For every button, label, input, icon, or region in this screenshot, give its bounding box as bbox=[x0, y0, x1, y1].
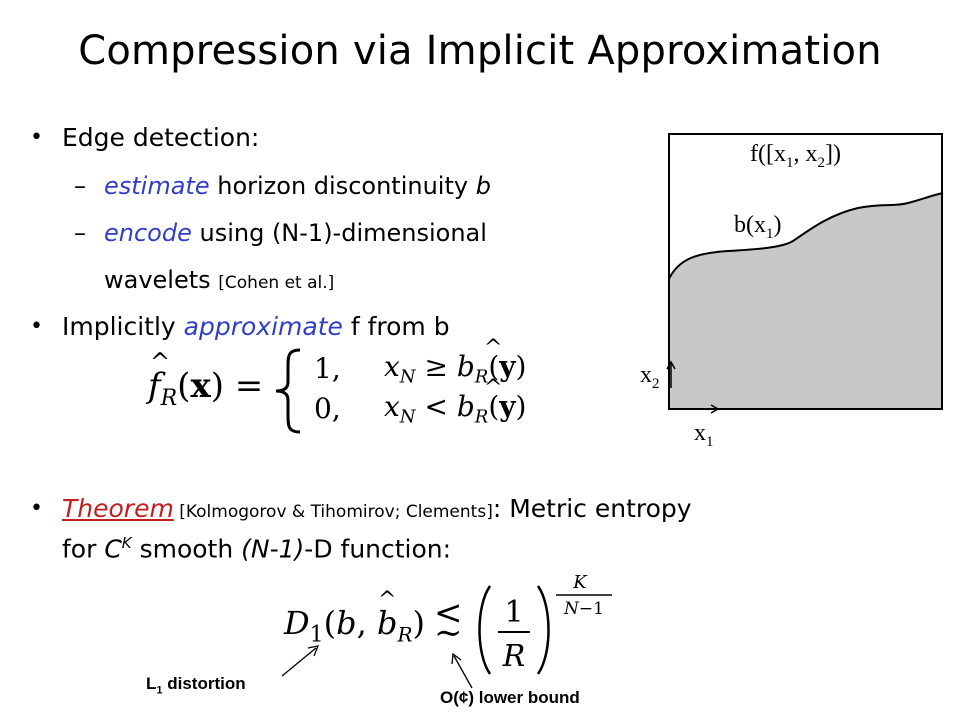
eq2-lhs: D1(b, bR) bbox=[284, 604, 425, 648]
wavelets-citation: [Cohen et al.] bbox=[218, 273, 335, 293]
svg-text:1: 1 bbox=[504, 595, 523, 630]
eq2-exponent: K N−1 bbox=[556, 572, 612, 619]
label-x2: x2 bbox=[640, 362, 660, 392]
label-f: f([x1, x2]) bbox=[750, 141, 841, 171]
eq2-lesssim: <∼ bbox=[434, 593, 463, 653]
pointer-line-l1 bbox=[281, 645, 320, 677]
estimate-word: estimate bbox=[104, 172, 210, 200]
left-brace-icon bbox=[275, 348, 301, 434]
eq1-case2-value: 0, bbox=[314, 392, 341, 425]
label-x1: x1 bbox=[694, 420, 714, 450]
dash-marker: – bbox=[74, 219, 86, 247]
arrow-right-icon bbox=[692, 404, 720, 414]
subbullet-encode: – encode using (N-1)-dimensional bbox=[74, 216, 487, 250]
subbullet-estimate: – estimate horizon discontinuity b bbox=[74, 169, 491, 203]
eq2-hat: ^ bbox=[378, 588, 397, 613]
theorem-C: C bbox=[104, 534, 122, 564]
bullet-theorem: • Theorem [Kolmogorov & Tihomirov; Cleme… bbox=[30, 492, 692, 529]
estimate-var: b bbox=[475, 172, 491, 200]
theorem-word: Theorem bbox=[62, 494, 174, 523]
svg-text:R: R bbox=[502, 639, 526, 674]
arrow-up-icon bbox=[666, 360, 676, 388]
dash-marker: – bbox=[74, 172, 86, 200]
eq1-hat-b2: ^ bbox=[484, 376, 503, 401]
bullet-edge-text: Edge detection: bbox=[62, 123, 260, 152]
bullet-edge-detection: • Edge detection: bbox=[30, 121, 260, 155]
wavelets-word: wavelets bbox=[104, 266, 219, 294]
bullet-dot: • bbox=[30, 125, 43, 150]
theorem-citation: [Kolmogorov & Tihomirov; Clements] bbox=[173, 502, 493, 522]
eq1-hat-b1: ^ bbox=[484, 336, 503, 361]
estimate-rest: horizon discontinuity bbox=[209, 172, 476, 200]
bullet-theorem-line2: for CK smooth (N-1)-D function: bbox=[62, 534, 452, 564]
theorem-K: K bbox=[121, 534, 132, 552]
implicit-word: approximate bbox=[183, 312, 343, 341]
pointer-line-lower-bound bbox=[451, 652, 473, 689]
horizon-curve bbox=[668, 192, 944, 282]
region-below-horizon bbox=[668, 193, 943, 410]
label-b: b(x1) bbox=[734, 212, 782, 242]
eq2-fraction: 1 R bbox=[478, 585, 550, 675]
theorem-rest: : Metric entropy bbox=[492, 494, 692, 523]
bullet-dot: • bbox=[30, 314, 43, 339]
theorem-dim: (N-1) bbox=[241, 534, 305, 564]
encode-word: encode bbox=[104, 219, 192, 247]
plot-border bbox=[668, 133, 943, 410]
encode-rest: using (N-1)-dimensional bbox=[191, 219, 487, 247]
annotation-lower-bound: O(¢) lower bound bbox=[440, 688, 580, 707]
eq1-case1-condition: xN ≥ bR(y) bbox=[384, 350, 527, 388]
subbullet-wavelets: wavelets [Cohen et al.] bbox=[104, 263, 334, 300]
bullet-dot: • bbox=[30, 496, 43, 521]
implicit-pre: Implicitly bbox=[62, 312, 184, 341]
eq1-case2-condition: xN < bR(y) bbox=[384, 390, 527, 428]
implicit-post: f from b bbox=[342, 312, 450, 341]
annotation-l1-distortion: L1 distortion bbox=[146, 674, 246, 697]
eq1-lhs: fR(x) = bbox=[148, 366, 264, 411]
horizon-plot bbox=[668, 133, 944, 410]
eq1-case1-value: 1, bbox=[314, 352, 341, 385]
bullet-implicit: • Implicitly approximate f from b bbox=[30, 310, 450, 344]
svg-text:K: K bbox=[572, 572, 588, 593]
slide-title: Compression via Implicit Approximation bbox=[78, 28, 882, 74]
eq1-hat: ^ bbox=[150, 348, 171, 376]
svg-text:N−1: N−1 bbox=[563, 599, 604, 619]
